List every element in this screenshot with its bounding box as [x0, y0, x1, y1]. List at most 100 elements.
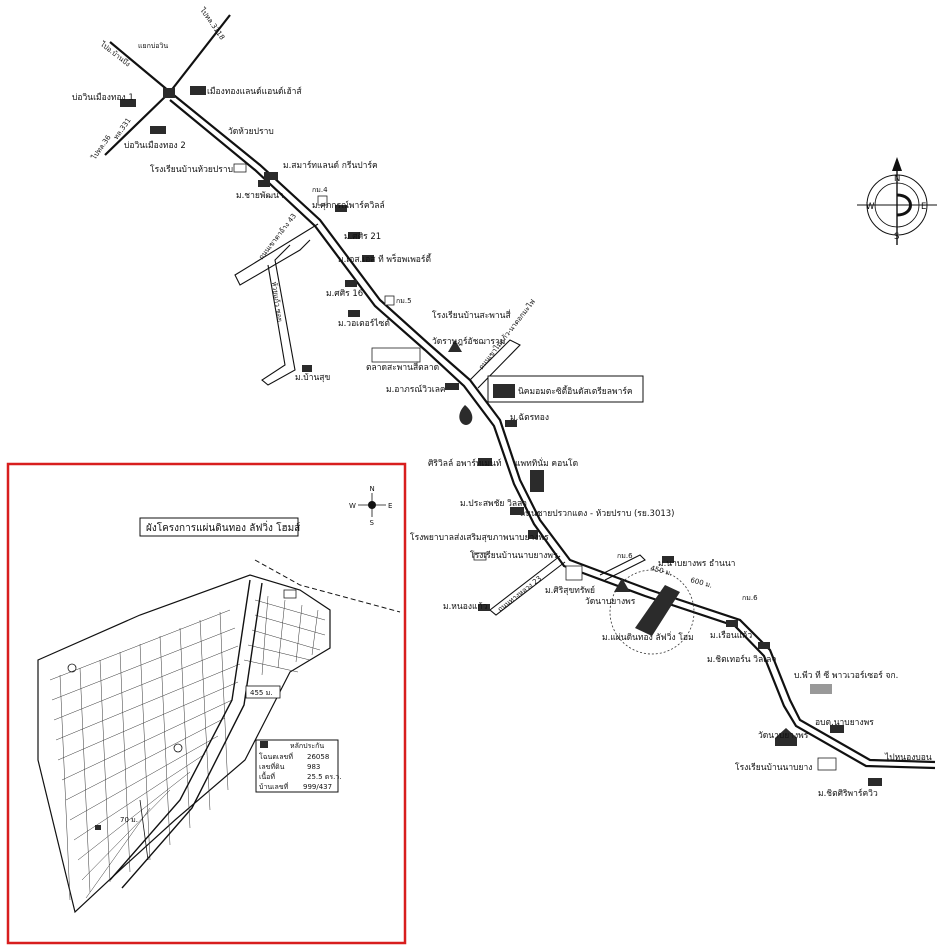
place-school-saphan: โรงเรียนบ้านสะพานสี่	[432, 309, 511, 321]
building-icon	[830, 725, 844, 733]
building-icon	[445, 383, 459, 390]
building-icon	[662, 556, 674, 563]
intersection-icon	[163, 88, 175, 98]
dist-600: 600 ม.	[689, 576, 713, 590]
place-factory: บ.พีว ที ซี พาวเวอร์เซอร์ จก.	[794, 670, 898, 681]
plan-frame	[6, 462, 407, 945]
dim-455: 455 ม.	[250, 689, 272, 697]
place-siri16: ม.ศศิร 16	[326, 289, 363, 299]
site-outline	[37, 574, 331, 914]
place-hospital: โรงพยาบาลส่งเสริมสุขภาพนาบยางพร	[410, 532, 549, 543]
place-chatthong: ม.ฉัตรทอง	[510, 413, 549, 423]
gate-icon	[283, 589, 297, 599]
place-nabyang: ม.นาบยางพร ธำนนา	[658, 559, 735, 569]
plot-marker-icon	[95, 825, 101, 830]
temple-icon	[614, 578, 630, 592]
building-icon	[348, 310, 360, 317]
plan-compass-e: E	[388, 502, 392, 510]
road-label-ban-bueng: ไปอ.บ้านบึง	[98, 39, 132, 69]
building-icon	[258, 180, 270, 187]
building-icon	[478, 604, 490, 611]
legend-swatch	[260, 741, 268, 748]
factory-icon	[493, 384, 515, 398]
building-icon	[345, 280, 357, 287]
road-label-khao-mai-kaew: ถนนเขาไม้แก้ว-นาดอกมะไฟ	[476, 297, 537, 371]
place-school-huai-prab: โรงเรียนบ้านห้วยปราบ	[150, 164, 233, 175]
building-icon	[348, 232, 360, 239]
place-bowin-1: บ่อวินเมืองทอง 1	[72, 92, 134, 103]
place-supakorn: ม.ศุภกรณ์พาร์ควิลล์	[312, 200, 385, 211]
legend-key-land: เลขที่ดิน	[259, 762, 285, 771]
building-icon	[565, 565, 583, 581]
school-icon	[473, 552, 487, 561]
place-km6: กม.6	[617, 552, 633, 560]
place-smart-land: ม.สมาร์ทแลนด์ กรีนปาร์ค	[283, 160, 378, 171]
place-sds: ม.เอส.เอส ที พร็อพเพอร์ตี้	[338, 253, 432, 265]
main-road	[169, 91, 936, 764]
building-icon	[868, 778, 882, 786]
building-icon	[726, 620, 738, 627]
dim-455-box	[245, 685, 281, 699]
road-connector	[599, 554, 646, 581]
road-label-23: ถนนทางหลวง 23	[496, 575, 543, 614]
place-pracha: ม.ประสพชัย วิลล่า	[460, 499, 527, 509]
km-post-icon	[317, 195, 328, 206]
road-label-36: ไปทล.36	[89, 133, 113, 162]
plot-grid	[49, 595, 326, 901]
plan-compass-w: W	[349, 502, 356, 510]
plan-legend: หลักประกัน โฉนดเลขที่ 26058 เลขที่ดิน 98…	[255, 739, 342, 793]
boundary-dashed	[254, 559, 401, 613]
place-markers: บ่อวินเมืองทอง 1 บ่อวินเมืองทอง 2 เมืองท…	[72, 86, 898, 799]
legend-title: หลักประกัน	[290, 742, 324, 750]
place-wat-nabyang: วัดนาบยางพร	[585, 597, 636, 607]
plan-marker	[173, 743, 183, 753]
place-bowin-2: บ่อวินเมืองทอง 2	[124, 140, 186, 151]
building-icon	[478, 458, 492, 466]
road-label-main: ถนนชายปรวกแดง - ห้วยปราบ (รย.3013)	[520, 508, 675, 519]
road-label-43: ถนนเขาตาอ้าง 43	[257, 212, 298, 261]
school-icon	[233, 163, 247, 173]
place-muang-thong: เมืองทองแลนด์แอนด์เฮ้าส์	[207, 86, 302, 97]
project-plan-inset: ผังโครงการแผ่นดินทอง ลัฟวิ่ง โฮมส์ N S E…	[6, 462, 407, 945]
plan-compass-s: S	[370, 519, 375, 527]
building-icon	[505, 420, 517, 427]
temple-icon	[775, 728, 797, 746]
place-amorn: ม.อาภรณ์วิวเลค	[386, 384, 446, 395]
place-sirisuk: ม.ศิริสุขทรัพย์	[545, 585, 595, 596]
building-icon	[120, 99, 136, 107]
legend-val-deed: 26058	[307, 753, 329, 761]
compass-icon: N S E W	[857, 157, 937, 245]
place-pattaya: แพททินั่ม คอนโด	[515, 457, 578, 469]
temple-icon	[459, 405, 473, 425]
building-icon	[264, 172, 278, 180]
temple-icon	[448, 340, 462, 352]
market-icon	[371, 347, 421, 363]
road-to-ban-bueng	[109, 41, 171, 93]
place-project: ม.แผ่นดินทอง ลัฟวิ่ง โฮม	[602, 631, 694, 643]
plan-compass-icon: N S E W	[349, 485, 392, 527]
plan-compass-n: N	[370, 485, 375, 493]
place-or-bor-tor: อบต.นาบยางพร	[815, 718, 874, 728]
road-label-nong-bon: ไปหนองบอน	[884, 752, 932, 763]
place-condo: ศิริวิลล์ อพาร์ทเมนท์	[428, 458, 502, 469]
plan-title: ผังโครงการแผ่นดินทอง ลัฟวิ่ง โฮมส์	[146, 520, 300, 534]
plan-title-box	[139, 517, 299, 537]
place-sirin: ม.ชิตเทอร์น วิลเลจ	[707, 654, 776, 665]
building-icon	[758, 642, 770, 649]
legend-key-area: เนื้อที่	[259, 770, 275, 781]
place-km6-5: กม.6	[742, 594, 758, 602]
dim-70: 70 ม.	[120, 816, 138, 824]
plan-marker	[67, 663, 77, 673]
place-chaokaew: ม.เรือนแก้ว	[710, 630, 752, 641]
compass-e: E	[921, 202, 926, 212]
project-parcel	[635, 585, 680, 636]
road-36	[104, 91, 171, 156]
building-icon	[150, 126, 166, 134]
place-nongkaew: ม.หนองแก้ว	[443, 601, 488, 612]
place-market: ตลาดสะพานสี่ตลาด	[366, 361, 439, 373]
place-school-nabyang: โรงเรียนบ้านนาบยางพร	[470, 550, 558, 561]
legend-key-house: บ้านเลขที่	[259, 782, 289, 791]
compass-s: S	[894, 232, 899, 242]
place-km4: กม.4	[312, 186, 328, 194]
